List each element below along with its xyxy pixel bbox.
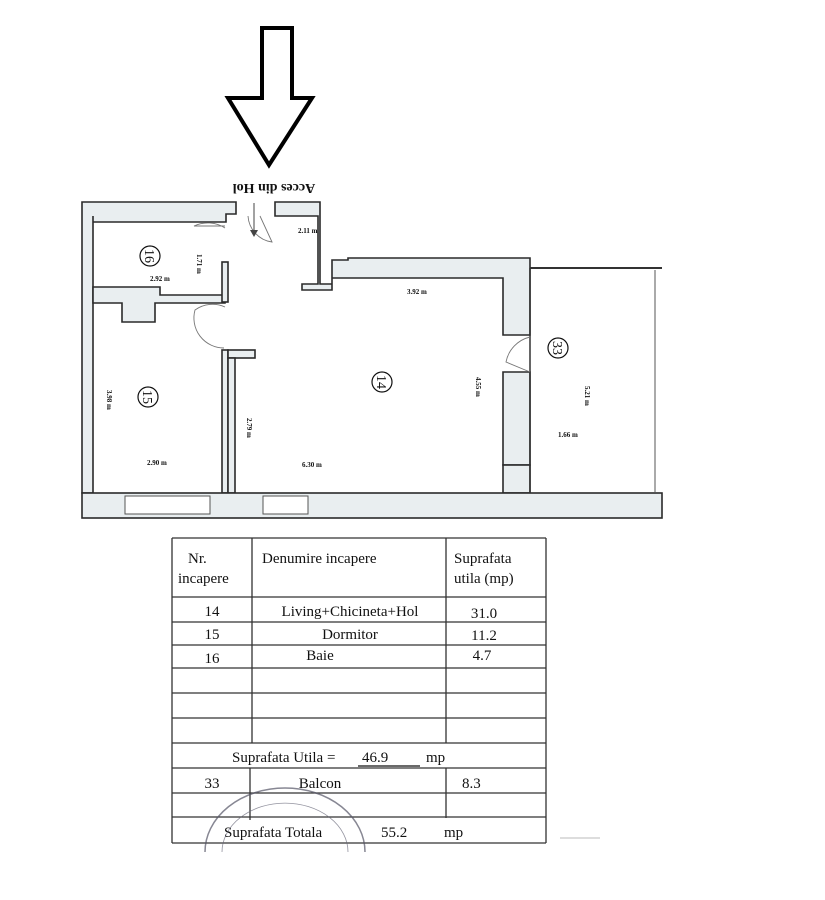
row-area: 4.7 bbox=[473, 648, 492, 664]
room-marker-16: 16 bbox=[139, 245, 161, 267]
row-nr: 14 bbox=[205, 604, 221, 620]
dim-entry-width: 2.11 m bbox=[298, 227, 318, 235]
total-area-value: 55.2 bbox=[381, 825, 407, 841]
svg-text:33: 33 bbox=[549, 341, 564, 355]
official-stamp bbox=[204, 787, 366, 853]
balcony-nr: 33 bbox=[205, 776, 220, 792]
useful-area-unit: mp bbox=[426, 750, 445, 766]
dim-bath-width: 2.92 m bbox=[150, 275, 170, 283]
access-label: Acces din Hol bbox=[233, 180, 316, 195]
room-area-table: Nr. incapere Denumire incapere Suprafata… bbox=[171, 537, 600, 844]
total-area-unit: mp bbox=[444, 825, 463, 841]
room-marker-15: 15 bbox=[137, 386, 159, 408]
svg-text:16: 16 bbox=[141, 249, 156, 263]
dim-balcony-length: 5.21 m bbox=[583, 386, 591, 406]
dim-bath-depth: 1.71 m bbox=[195, 254, 203, 274]
row-nr: 16 bbox=[205, 651, 221, 667]
floor-plan: 2.11 m 1.71 m 2.92 m 3.92 m 4.55 m 5.21 … bbox=[81, 201, 663, 519]
header-area-2: utila (mp) bbox=[454, 571, 514, 587]
row-area: 31.0 bbox=[471, 606, 497, 622]
dim-living-left: 2.79 m bbox=[245, 418, 253, 438]
svg-text:15: 15 bbox=[139, 390, 154, 404]
header-nr-2: incapere bbox=[178, 571, 229, 587]
balcony-name: Balcon bbox=[299, 776, 342, 792]
header-area: Suprafata bbox=[454, 551, 512, 567]
dim-living-top: 3.92 m bbox=[407, 288, 427, 296]
dim-bedroom-depth: 3.98 m bbox=[105, 390, 113, 410]
entry-arrow-icon bbox=[250, 230, 258, 237]
useful-area-value: 46.9 bbox=[362, 750, 388, 766]
dim-bedroom-width: 2.90 m bbox=[147, 459, 167, 467]
dim-balcony-width: 1.66 m bbox=[558, 431, 578, 439]
useful-area-label: Suprafata Utila = bbox=[232, 750, 335, 766]
header-name: Denumire incapere bbox=[262, 551, 377, 567]
dim-living-width: 6.30 m bbox=[302, 461, 322, 469]
total-area-label: Suprafata Totala bbox=[224, 825, 323, 841]
row-area: 11.2 bbox=[471, 628, 497, 644]
svg-text:14: 14 bbox=[373, 375, 388, 389]
dim-living-right: 4.55 m bbox=[474, 377, 482, 397]
row-nr: 15 bbox=[205, 627, 220, 643]
row-name: Baie bbox=[306, 648, 334, 664]
balcony-area: 8.3 bbox=[462, 776, 481, 792]
room-marker-14: 14 bbox=[371, 371, 393, 393]
row-name: Dormitor bbox=[322, 627, 378, 643]
room-marker-33: 33 bbox=[547, 337, 569, 359]
header-nr: Nr. bbox=[188, 551, 207, 567]
row-name: Living+Chicineta+Hol bbox=[282, 604, 419, 620]
access-arrow-icon bbox=[224, 26, 316, 169]
